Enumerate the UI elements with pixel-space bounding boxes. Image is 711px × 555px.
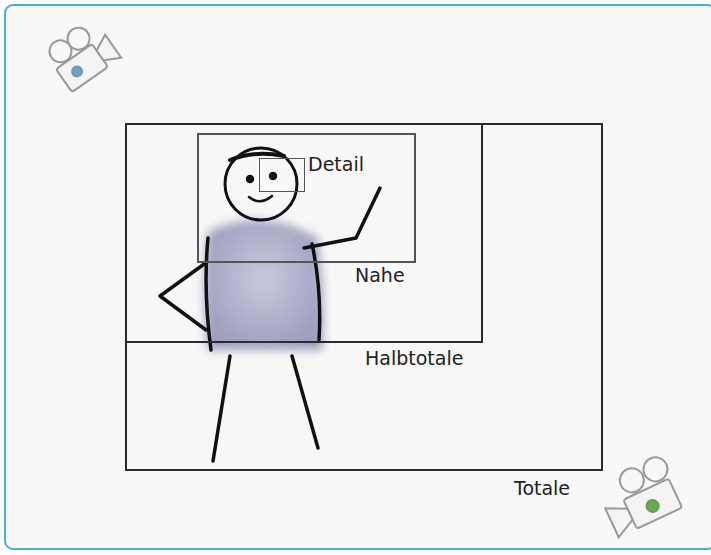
shot-size-label: Totale: [514, 477, 570, 499]
shot-size-label: Nahe: [355, 264, 405, 286]
shot-frame: TotaleHalbtotaleNaheDetail: [125, 123, 603, 471]
shot-frame: Detail: [259, 158, 305, 192]
shot-frame: HalbtotaleNaheDetail: [125, 123, 483, 343]
camera-icon: [43, 16, 121, 92]
camera-icon: [594, 453, 686, 537]
shot-size-label: Detail: [308, 153, 364, 175]
shot-frame: NaheDetail: [197, 133, 416, 263]
shot-size-label: Halbtotale: [365, 347, 463, 369]
stick-figure: [160, 148, 380, 461]
